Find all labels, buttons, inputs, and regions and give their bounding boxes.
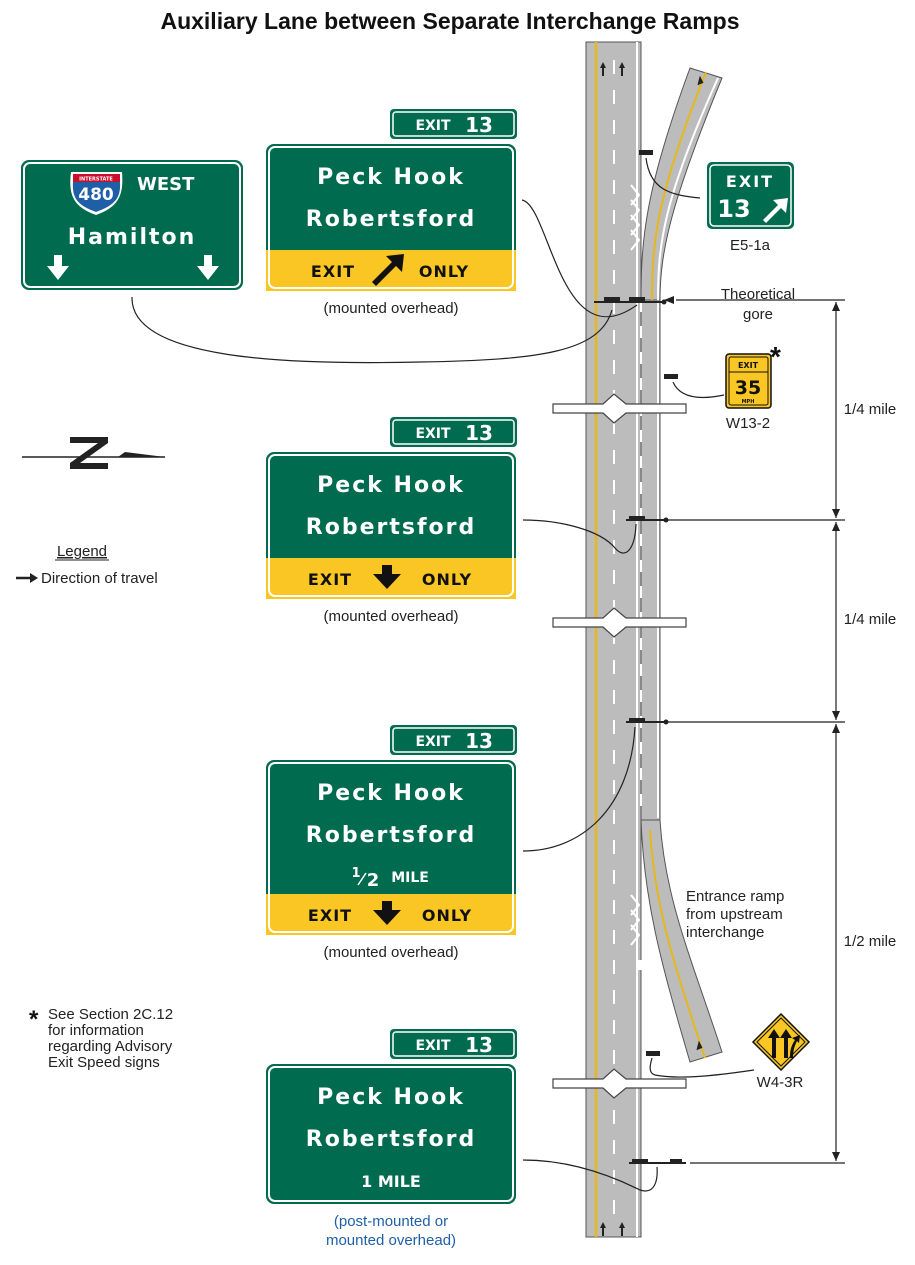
advisory-speed: 35 bbox=[735, 377, 761, 399]
interstate-direction: WEST bbox=[137, 174, 195, 195]
merge-lane-arrows-icon bbox=[768, 1029, 800, 1058]
theoretical-gore-label-line1: Theoretical bbox=[721, 286, 795, 303]
distance-fraction-denominator: 2 bbox=[367, 870, 380, 891]
exit-tab-word: EXIT bbox=[415, 426, 451, 442]
distance: 1 MILE bbox=[361, 1172, 421, 1191]
interstate-route-number: 480 bbox=[78, 185, 114, 205]
guide-sign-3-caption: (mounted overhead) bbox=[323, 944, 458, 961]
interstate-destination: Hamilton bbox=[68, 225, 197, 250]
guide-sign-1: EXIT 13 Peck Hook Robertsford EXIT ONLY bbox=[263, 107, 519, 294]
destination-2: Robertsford bbox=[306, 515, 476, 540]
up-right-arrow-icon bbox=[372, 254, 404, 286]
guide-sign-4: EXIT 13 Peck Hook Robertsford 1 MILE bbox=[263, 1027, 519, 1207]
destination-1: Peck Hook bbox=[317, 165, 465, 190]
exit-tab-number: 13 bbox=[465, 421, 493, 445]
legend-arrow-icon bbox=[16, 573, 38, 583]
exit-only-panel-right: ONLY bbox=[419, 262, 469, 281]
interstate-sign: INTERSTATE 480 WEST Hamilton bbox=[18, 157, 246, 293]
theoretical-gore-label-line2: gore bbox=[743, 306, 773, 323]
advisory-star: * bbox=[770, 341, 781, 372]
down-arrow-icon bbox=[373, 901, 401, 925]
destination-2: Robertsford bbox=[306, 823, 476, 848]
advisory-unit: MPH bbox=[742, 399, 755, 405]
destination-1: Peck Hook bbox=[317, 1085, 465, 1110]
advisory-code: W13-2 bbox=[726, 415, 770, 432]
footnote-line1: See Section 2C.12 bbox=[48, 1006, 173, 1023]
dimension-label-1: 1/4 mile bbox=[844, 401, 897, 418]
footnote-line2: for information bbox=[48, 1022, 144, 1039]
destination-2: Robertsford bbox=[306, 1127, 476, 1152]
leader-lines bbox=[131, 157, 845, 1192]
guide-sign-4-caption-line2: mounted overhead) bbox=[326, 1232, 456, 1249]
exit-only-panel-right: ONLY bbox=[422, 906, 472, 925]
guide-sign-4-caption-line1: (post-mounted or bbox=[334, 1213, 448, 1230]
exit-tab-number: 13 bbox=[465, 1033, 493, 1057]
exit-only-panel-right: ONLY bbox=[422, 570, 472, 589]
exit-tab-number: 13 bbox=[465, 729, 493, 753]
gore-exit-sign: EXIT 13 bbox=[705, 160, 796, 231]
down-arrow-icon bbox=[197, 255, 219, 280]
exit-tab-word: EXIT bbox=[415, 118, 451, 134]
exit-tab-number: 13 bbox=[465, 113, 493, 137]
destination-1: Peck Hook bbox=[317, 473, 465, 498]
gore-exit-code: E5-1a bbox=[730, 237, 771, 254]
interstate-shield-icon bbox=[70, 172, 123, 215]
legend-heading: Legend bbox=[57, 543, 107, 560]
north-arrow bbox=[22, 437, 165, 469]
guide-sign-2: EXIT 13 Peck Hook Robertsford EXIT ONLY bbox=[263, 415, 519, 602]
dimension-label-2: 1/4 mile bbox=[844, 611, 897, 628]
destination-1: Peck Hook bbox=[317, 781, 465, 806]
exit-only-panel-left: EXIT bbox=[308, 570, 352, 589]
interstate-shield-word: INTERSTATE bbox=[79, 177, 113, 183]
distance-unit: MILE bbox=[391, 870, 429, 886]
gore-exit-word: EXIT bbox=[726, 172, 774, 191]
roadway bbox=[552, 41, 723, 1238]
exit-only-panel-left: EXIT bbox=[311, 262, 355, 281]
legend-item: Direction of travel bbox=[41, 570, 158, 587]
up-right-arrow-icon bbox=[763, 198, 788, 223]
footnote-line3: regarding Advisory bbox=[48, 1038, 173, 1055]
entrance-ramp-label-line3: interchange bbox=[686, 924, 764, 941]
merge-warning-sign bbox=[751, 1012, 811, 1072]
merge-code: W4-3R bbox=[757, 1074, 804, 1091]
guide-sign-3: EXIT 13 Peck Hook Robertsford 1 2 MILE E… bbox=[263, 723, 519, 938]
distance-fraction-numerator: 1 bbox=[351, 866, 360, 881]
footnote-line4: Exit Speed signs bbox=[48, 1054, 160, 1071]
exit-only-panel-left: EXIT bbox=[308, 906, 352, 925]
dimension-label-3: 1/2 mile bbox=[844, 933, 897, 950]
down-arrow-icon bbox=[47, 255, 69, 280]
advisory-speed-sign: EXIT 35 MPH bbox=[725, 353, 772, 409]
exit-tab-word: EXIT bbox=[415, 734, 451, 750]
gore-exit-number: 13 bbox=[717, 195, 750, 223]
entrance-ramp-label-line2: from upstream bbox=[686, 906, 783, 923]
diagram-title: Auxiliary Lane between Separate Intercha… bbox=[160, 8, 739, 34]
exit-tab-word: EXIT bbox=[415, 1038, 451, 1054]
entrance-ramp-label-line1: Entrance ramp bbox=[686, 888, 784, 905]
destination-2: Robertsford bbox=[306, 207, 476, 232]
advisory-word: EXIT bbox=[738, 361, 759, 370]
down-arrow-icon bbox=[373, 565, 401, 589]
footnote-star: * bbox=[29, 1006, 39, 1033]
guide-sign-1-caption: (mounted overhead) bbox=[323, 300, 458, 317]
guide-sign-2-caption: (mounted overhead) bbox=[323, 608, 458, 625]
